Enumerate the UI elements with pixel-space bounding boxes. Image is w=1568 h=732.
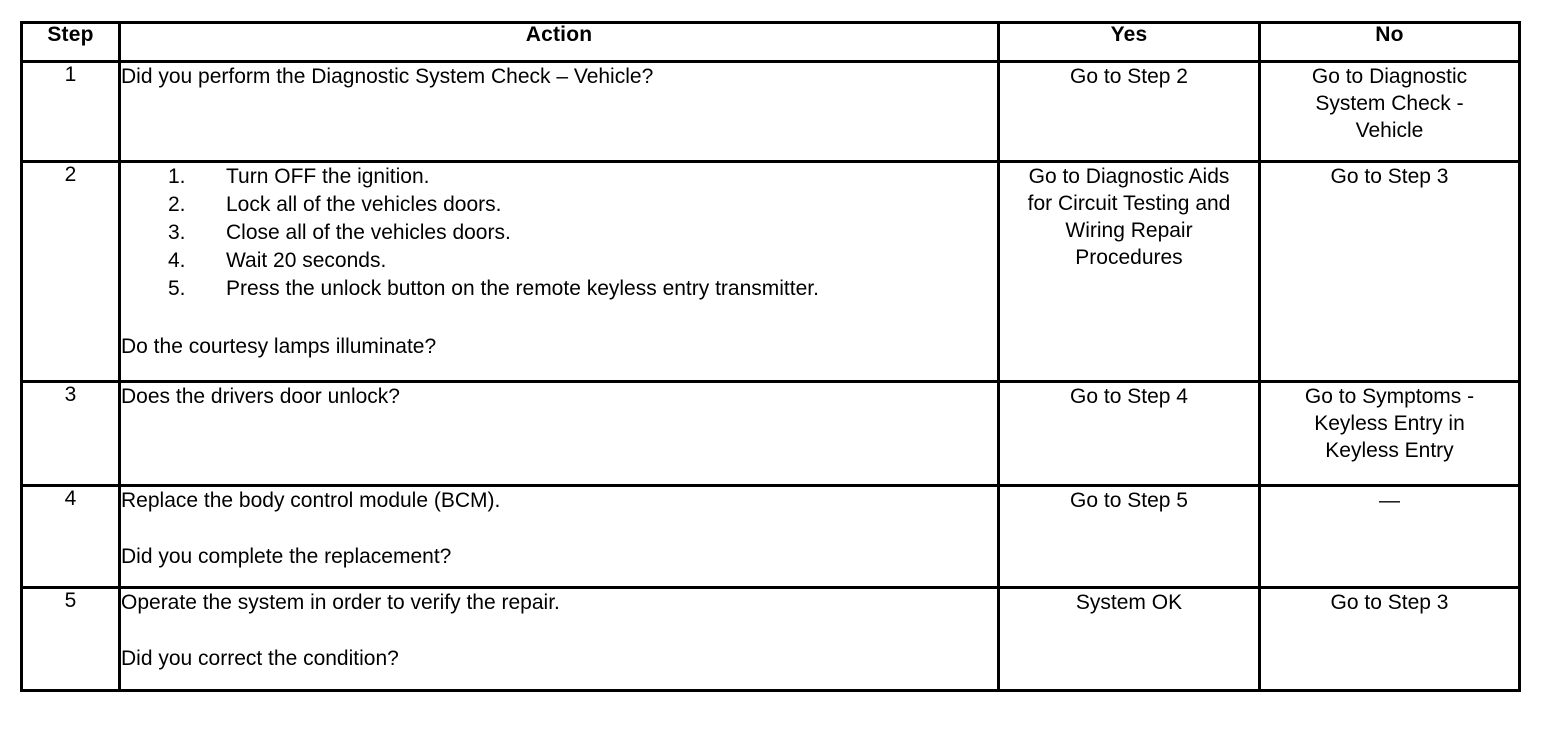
action-cell: Does the drivers door unlock?: [118, 380, 1000, 487]
no-cell: —: [1258, 484, 1521, 589]
action-cell: Did you perform the Diagnostic System Ch…: [118, 60, 1000, 163]
step-number: 1: [20, 60, 121, 163]
list-item-number: 1.: [168, 165, 186, 188]
list-item: 1. Turn OFF the ignition.: [121, 163, 997, 191]
list-item-number: 2.: [168, 193, 186, 217]
spacer: [121, 303, 997, 333]
table-row: 1 Did you perform the Diagnostic System …: [20, 60, 1521, 163]
step-number: 5: [20, 586, 121, 692]
no-cell: Go to Diagnostic System Check - Vehicle: [1258, 60, 1521, 163]
diagnostic-procedure-table: Step Action Yes No 1 Did you perform the…: [20, 21, 1521, 692]
yes-cell: Go to Diagnostic Aids for Circuit Testin…: [997, 160, 1261, 383]
action-step-list: 1. Turn OFF the ignition. 2. Lock all of t…: [121, 163, 997, 303]
list-item-text: Press the unlock button on the remote ke…: [226, 277, 819, 301]
table-row: 5 Operate the system in order to verify …: [20, 586, 1521, 692]
table-body: 1 Did you perform the Diagnostic System …: [20, 60, 1521, 692]
no-cell: Go to Step 3: [1258, 586, 1521, 692]
action-cell: Operate the system in order to verify th…: [118, 586, 1000, 692]
list-item-text: Lock all of the vehicles doors.: [226, 193, 502, 217]
no-line: Keyless Entry: [1325, 439, 1454, 463]
yes-line: Wiring Repair: [1065, 219, 1193, 243]
step-number: 3: [20, 380, 121, 487]
no-cell: Go to Step 3: [1258, 160, 1521, 383]
list-item-text: Turn OFF the ignition.: [226, 165, 430, 188]
action-intro-text: Replace the body control module (BCM).: [121, 489, 501, 512]
column-header-step: Step: [20, 21, 121, 63]
yes-cell: Go to Step 4: [997, 380, 1261, 487]
action-cell: 1. Turn OFF the ignition. 2. Lock all of t…: [118, 160, 1000, 383]
action-intro-text: Did you perform the Diagnostic System Ch…: [121, 65, 654, 88]
column-header-no: No: [1258, 21, 1521, 63]
list-item-number: 3.: [168, 221, 186, 245]
header-row: Step Action Yes No: [20, 21, 1521, 63]
list-item: 3. Close all of the vehicles doors.: [121, 219, 997, 247]
list-item-text: Wait 20 seconds.: [226, 249, 387, 273]
column-header-yes: Yes: [997, 21, 1261, 63]
list-item: 2. Lock all of the vehicles doors.: [121, 191, 997, 219]
spacer: [121, 515, 997, 543]
action-intro-text: Operate the system in order to verify th…: [121, 591, 560, 614]
action-question-text: Did you correct the condition?: [121, 646, 399, 670]
yes-line: for Circuit Testing and: [1027, 192, 1231, 216]
table-row: 2 1. Turn OFF the ignition. 2. Lock all of…: [20, 160, 1521, 383]
table-row: 4 Replace the body control module (BCM).…: [20, 484, 1521, 589]
yes-line: Procedures: [1075, 246, 1183, 270]
yes-cell: Go to Step 5: [997, 484, 1261, 589]
action-question-text: Do the courtesy lamps illuminate?: [121, 335, 437, 359]
yes-line: Go to Diagnostic Aids: [1028, 165, 1230, 188]
list-item-text: Close all of the vehicles doors.: [226, 221, 511, 245]
action-cell: Replace the body control module (BCM). D…: [118, 484, 1000, 589]
no-line: System Check -: [1315, 92, 1464, 116]
list-item-number: 5.: [168, 277, 186, 301]
yes-cell: Go to Step 2: [997, 60, 1261, 163]
step-number: 4: [20, 484, 121, 589]
yes-cell: System OK: [997, 586, 1261, 692]
table-header: Step Action Yes No: [20, 21, 1521, 63]
table-row: 3 Does the drivers door unlock? Go to St…: [20, 380, 1521, 487]
no-line: Go to Diagnostic: [1311, 65, 1468, 88]
no-cell: Go to Symptoms - Keyless Entry in Keyles…: [1258, 380, 1521, 487]
list-item: 4. Wait 20 seconds.: [121, 247, 997, 275]
list-item-number: 4.: [168, 249, 186, 273]
action-intro-text: Does the drivers door unlock?: [121, 385, 400, 408]
no-line: Keyless Entry in: [1314, 412, 1465, 436]
action-question-text: Did you complete the replacement?: [121, 544, 452, 568]
column-header-action: Action: [118, 21, 1000, 63]
no-line: Go to Symptoms -: [1304, 385, 1475, 408]
spacer: [121, 617, 997, 645]
no-line: Vehicle: [1355, 119, 1424, 143]
step-number: 2: [20, 160, 121, 383]
list-item: 5. Press the unlock button on the remote …: [121, 275, 997, 303]
